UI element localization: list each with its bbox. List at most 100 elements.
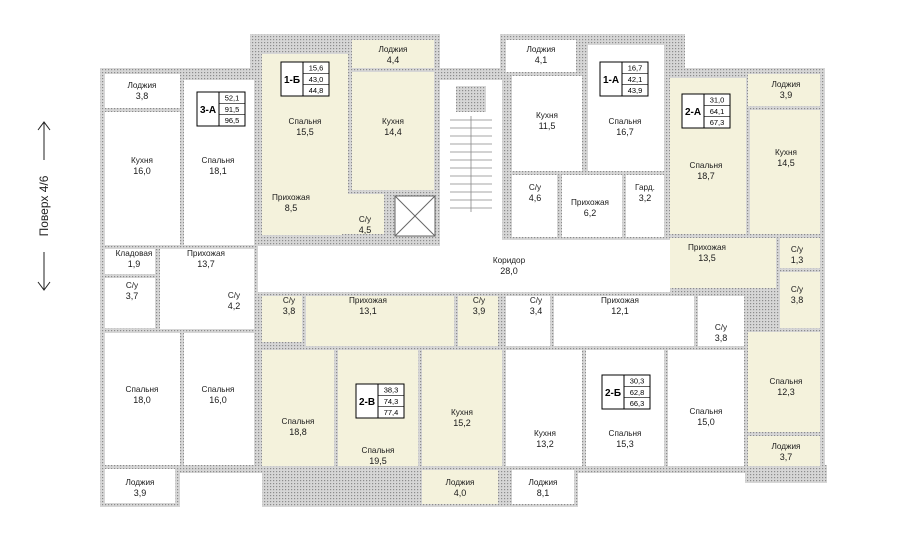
room-name: С/у xyxy=(359,215,372,224)
room-storage-3a xyxy=(105,249,155,274)
room-area: 16,7 xyxy=(616,127,634,137)
room-loggia2-2a xyxy=(748,436,820,466)
room-label: С/у3,9 xyxy=(473,296,486,316)
room-label: С/у3,7 xyxy=(126,281,139,301)
room-area: 16,0 xyxy=(133,166,151,176)
room-kitchen-1b xyxy=(352,72,434,190)
room-name: С/у xyxy=(473,296,486,305)
apartment-badge: 1-Б15,643,044,8 xyxy=(280,61,330,97)
apartment-area-value: 30,3 xyxy=(630,377,645,386)
room-name: С/у xyxy=(791,285,804,294)
room-area: 14,5 xyxy=(777,158,795,168)
room-area: 4,0 xyxy=(454,488,467,498)
room-bath1-2a xyxy=(780,238,820,268)
room-bedroom2-2b xyxy=(668,350,744,466)
room-kitchen-1a xyxy=(512,76,582,171)
room-name: Кухня xyxy=(382,117,404,126)
room-label: С/у3,8 xyxy=(715,323,728,343)
room-area: 28,0 xyxy=(500,266,518,276)
room-area: 18,1 xyxy=(209,166,227,176)
room-area: 13,5 xyxy=(698,253,716,263)
room-wardrobe-1a xyxy=(626,175,664,237)
apartment-area-value: 66,3 xyxy=(630,399,645,408)
apartment-area-value: 15,6 xyxy=(309,64,324,73)
room-area: 15,5 xyxy=(296,127,314,137)
room-area: 4,2 xyxy=(228,301,241,311)
room-area: 4,4 xyxy=(387,55,400,65)
room-name: С/у xyxy=(228,291,241,300)
room-name: Лоджия xyxy=(771,442,800,451)
room-label: С/у3,8 xyxy=(791,285,804,305)
room-bedroom3-3a xyxy=(184,333,254,465)
apartment-area-value: 52,1 xyxy=(225,94,240,103)
room-label: С/у3,8 xyxy=(283,296,296,316)
apartment-code: 2-А xyxy=(685,107,701,118)
room-area: 12,3 xyxy=(777,387,795,397)
floor-indicator: Поверх 4/6 xyxy=(34,121,54,291)
room-name: Спальня xyxy=(282,417,315,426)
room-bath2-2a xyxy=(780,272,820,328)
stair-treads xyxy=(450,86,492,212)
room-area: 1,3 xyxy=(791,255,804,265)
apartment-area-value: 96,5 xyxy=(225,116,240,125)
room-name: Спальня xyxy=(202,385,235,394)
room-area: 14,4 xyxy=(384,127,402,137)
apartment-area-value: 44,8 xyxy=(309,86,324,95)
room-name: Спальня xyxy=(289,117,322,126)
room-loggia-2a xyxy=(748,74,820,106)
room-name: С/у xyxy=(283,296,296,305)
apartment-code: 3-А xyxy=(200,105,216,116)
room-hall-1b xyxy=(262,190,342,235)
room-loggia-2v xyxy=(422,470,498,504)
room-bedroom1-2v xyxy=(262,350,334,466)
outer-wall-bottom-right xyxy=(745,465,827,483)
room-corridor xyxy=(258,240,670,292)
room-name: Спальня xyxy=(609,117,642,126)
apartment-area-value: 64,1 xyxy=(710,107,725,116)
room-area: 13,7 xyxy=(197,259,215,269)
room-bath-1a xyxy=(512,175,557,237)
room-label: С/у1,3 xyxy=(791,245,804,265)
room-bath-1b xyxy=(346,194,384,234)
room-area: 3,9 xyxy=(473,306,486,316)
room-name: Кладовая xyxy=(116,249,153,258)
room-name: Лоджия xyxy=(528,478,557,487)
room-area: 18,8 xyxy=(289,427,307,437)
room-hall-2v xyxy=(306,296,454,346)
room-hall-1a xyxy=(562,175,622,237)
room-hall-2a xyxy=(670,238,776,288)
room-area: 3,8 xyxy=(283,306,296,316)
apartment-area-value: 91,5 xyxy=(225,105,240,114)
apartment-code: 2-В xyxy=(359,397,375,408)
rooms xyxy=(105,40,820,504)
room-area: 13,1 xyxy=(359,306,377,316)
apartment-area-value: 43,9 xyxy=(628,86,643,95)
room-loggia2-3a xyxy=(105,469,175,503)
room-name: Спальня xyxy=(770,377,803,386)
room-kitchen-2a xyxy=(750,110,820,234)
room-name: Гард. xyxy=(635,183,655,192)
room-area: 3,8 xyxy=(791,295,804,305)
room-name: Спальня xyxy=(362,446,395,455)
room-area: 18,0 xyxy=(133,395,151,405)
room-name: Кухня xyxy=(451,408,473,417)
room-name: Лоджия xyxy=(771,80,800,89)
room-area: 4,1 xyxy=(535,55,548,65)
room-name: Прихожая xyxy=(688,243,726,252)
